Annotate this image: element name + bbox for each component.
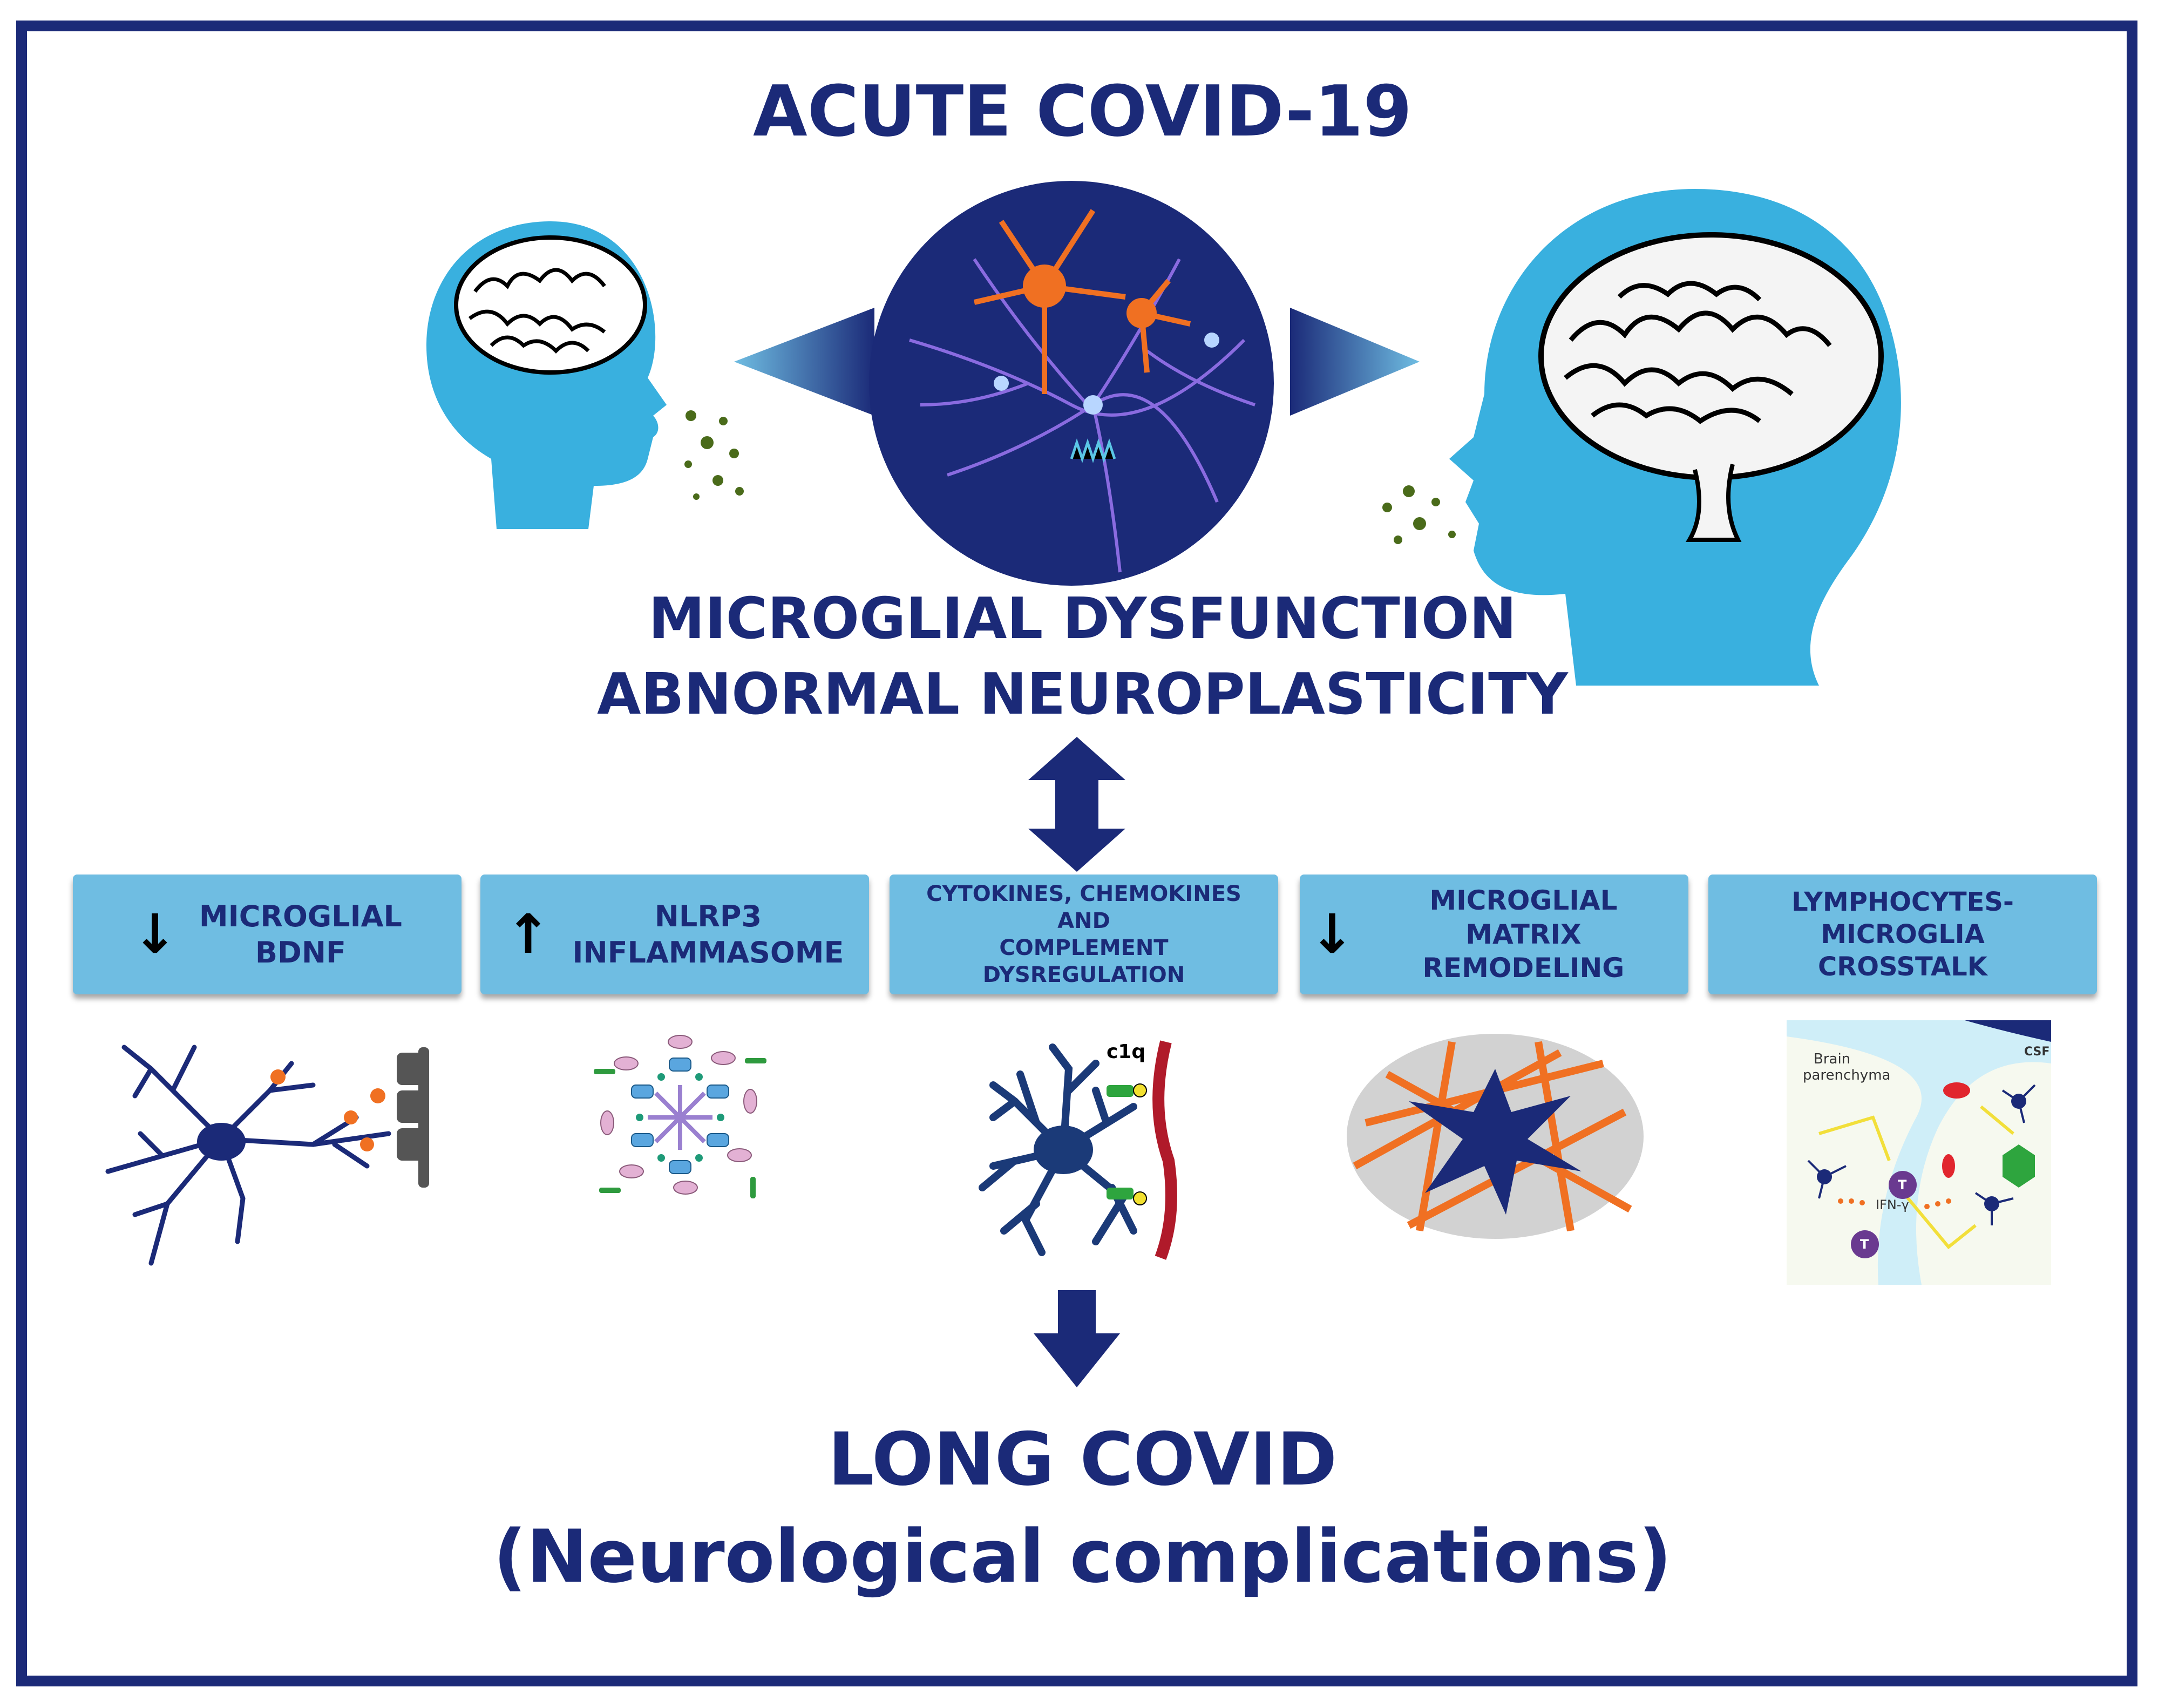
mechanism-box-lymphocytes: LYMPHOCYTES-MICROGLIA CROSSTALK — [1708, 875, 2097, 994]
t-cell-label: T — [1860, 1237, 1869, 1252]
child-head-illustration — [426, 221, 667, 529]
ifn-label: IFN-γ — [1876, 1197, 1909, 1212]
outer-frame — [16, 21, 2137, 1686]
down-arrow-icon: ↓ — [1309, 903, 1355, 966]
mechanism-label-line1: CYTOKINES, CHEMOKINES AND — [926, 882, 1241, 933]
mechanism-box-bdnf: ↓ MICROGLIAL BDNF — [73, 875, 461, 994]
down-arrow-icon: ↓ — [132, 903, 178, 966]
neuron-circle-illustration — [869, 181, 1274, 586]
mechanism-label: MICROGLIAL MATRIX REMODELING — [1368, 884, 1679, 985]
lymphocyte-crosstalk-icon: Brain parenchyma CSF IFN-γ T T — [1787, 1020, 2051, 1285]
virus-particles-right — [1382, 485, 1456, 544]
mechanism-label-line2: REMODELING — [1422, 952, 1625, 984]
neurological-complications-subtitle: (Neurological complications) — [493, 1514, 1672, 1599]
long-covid-title: LONG COVID — [827, 1417, 1338, 1502]
mechanism-label-line1: MICROGLIAL MATRIX — [1429, 885, 1618, 950]
title-acute-covid: ACUTE COVID-19 — [753, 70, 1412, 152]
inflammasome-icon — [594, 1035, 766, 1198]
adult-head-illustration — [1449, 189, 1901, 686]
complement-microglia-icon: c1q — [979, 1040, 1177, 1260]
mechanism-box-nlrp3: ↑ NLRP3 INFLAMMASOME — [480, 875, 869, 994]
mechanism-label-line1: LYMPHOCYTES-MICROGLIA — [1791, 887, 2014, 950]
microglial-dysfunction-label: MICROGLIAL DYSFUNCTION — [648, 586, 1517, 652]
parenchyma-label: parenchyma — [1803, 1067, 1890, 1083]
virus-particles-left — [684, 410, 744, 500]
arrow-triangle-right — [1290, 308, 1420, 416]
down-arrow-icon — [1034, 1290, 1120, 1387]
c1q-label: c1q — [1107, 1041, 1145, 1063]
up-arrow-icon: ↑ — [505, 903, 551, 966]
mechanism-label: CYTOKINES, CHEMOKINES AND COMPLEMENT DYS… — [899, 880, 1268, 988]
arrow-triangle-left — [734, 308, 874, 416]
mechanism-label: NLRP3 INFLAMMASOME — [572, 898, 844, 971]
abnormal-neuroplasticity-label: ABNORMAL NEUROPLASTICITY — [597, 661, 1568, 727]
t-cell-label: T — [1898, 1177, 1907, 1192]
csf-label: CSF — [2024, 1045, 2049, 1059]
mechanism-label-line2: COMPLEMENT DYSREGULATION — [982, 936, 1185, 987]
mechanism-box-cytokines: CYTOKINES, CHEMOKINES AND COMPLEMENT DYS… — [890, 875, 1278, 994]
mechanism-label-line2: CROSSTALK — [1818, 952, 1987, 982]
mechanism-label: LYMPHOCYTES-MICROGLIA CROSSTALK — [1718, 886, 2087, 983]
brain-label: Brain — [1814, 1051, 1850, 1067]
mechanism-label-line1: MICROGLIAL — [199, 899, 402, 933]
mechanism-label-line2: INFLAMMASOME — [572, 936, 844, 970]
matrix-remodeling-icon — [1347, 1034, 1644, 1239]
mechanism-label-line1: NLRP3 — [654, 899, 762, 933]
double-arrow-icon — [1028, 737, 1125, 872]
mechanism-label: MICROGLIAL BDNF — [199, 898, 402, 971]
mechanism-label-line2: BDNF — [255, 936, 346, 970]
mechanism-box-matrix: ↓ MICROGLIAL MATRIX REMODELING — [1300, 875, 1688, 994]
microglia-bdnf-icon — [105, 1045, 429, 1266]
